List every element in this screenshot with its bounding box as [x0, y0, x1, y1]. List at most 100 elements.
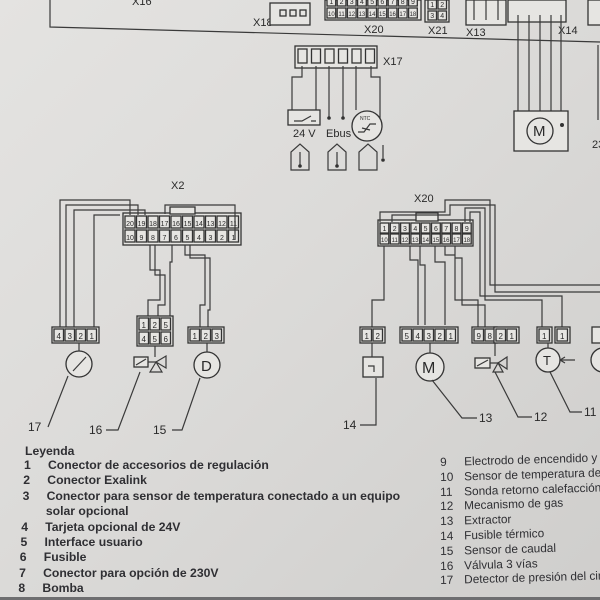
- pin-number: 3: [68, 332, 73, 341]
- page-edge: [0, 597, 600, 600]
- connector-pin: [346, 0, 357, 7]
- room-thermostat-icon: [290, 143, 310, 171]
- pin-number: 16: [389, 12, 396, 18]
- connector-pin: [367, 0, 378, 7]
- pin-number: 18: [463, 238, 470, 244]
- ntc-sensor-icon: [351, 110, 383, 142]
- connector-pin: [427, 0, 438, 10]
- connector-pin: [326, 7, 337, 19]
- pin-number: 1: [542, 332, 547, 341]
- label-ntc: NTC: [360, 116, 371, 122]
- sensor-symbol: T: [543, 353, 551, 368]
- pin-number: 9: [477, 332, 482, 341]
- pin-number: 5: [186, 235, 190, 242]
- connector-pin: [204, 229, 217, 243]
- legend-number: 1: [24, 458, 31, 472]
- pin-number: 17: [453, 238, 460, 244]
- pin-number: 13: [207, 221, 215, 228]
- connector-pin: [367, 7, 378, 19]
- pin-number: 14: [195, 221, 203, 228]
- three-way-valve-icon: [133, 354, 167, 373]
- connector-pin: [216, 229, 228, 243]
- pin-number: 12: [218, 221, 226, 228]
- pin-number: 7: [163, 235, 167, 242]
- pin-number: 1: [382, 226, 386, 233]
- connector-pin: [138, 331, 150, 345]
- connector-pin: [430, 222, 441, 234]
- callouts: 17 16 15 14 13 12 11: [28, 371, 597, 437]
- motor-symbol: M: [533, 123, 546, 140]
- legend-number: 14: [440, 528, 454, 543]
- connector-pin: [227, 229, 240, 243]
- fan-symbol: M: [422, 360, 435, 377]
- pin-number: 5: [370, 0, 374, 6]
- pin-number: 6: [174, 235, 178, 242]
- pin-number: 7: [444, 226, 448, 233]
- connector-pin: [377, 7, 388, 19]
- connector-pin: [437, 10, 448, 21]
- pin-number: 4: [142, 335, 147, 344]
- pin-number: 18: [149, 221, 157, 228]
- connector-pin: [461, 233, 472, 245]
- legend-number: 17: [440, 573, 454, 588]
- connector-pin: [189, 328, 201, 342]
- pin-number: 2: [499, 332, 504, 341]
- legend-number: 3: [22, 488, 30, 503]
- legend-text: Fusible térmico: [463, 526, 545, 543]
- connector-pin: [445, 328, 457, 342]
- pin-number: 7: [391, 0, 395, 6]
- connector-pin: [147, 229, 159, 243]
- pin-number: 5: [424, 226, 428, 233]
- callout-14: 14: [343, 418, 357, 432]
- connector-pin: [410, 233, 421, 245]
- ebus-thermostat-icon: [327, 143, 347, 171]
- connector-pin: [138, 317, 150, 331]
- pin-number: 2: [438, 332, 443, 341]
- pin-number: 2: [204, 332, 209, 341]
- legend-text: Válvula 3 vías: [463, 555, 538, 572]
- outdoor-sensor-icon: [358, 143, 385, 171]
- connector-pin: [160, 331, 172, 345]
- x17-terminal: [337, 48, 349, 64]
- connector-pin: [399, 233, 411, 245]
- pin-number: 4: [440, 13, 444, 20]
- pin-number: 11: [338, 12, 345, 18]
- x17-terminal: [364, 48, 376, 64]
- connector-pin: [170, 229, 182, 243]
- connector-pin: [387, 0, 398, 7]
- pin-number: 1: [365, 332, 370, 341]
- connector-pin: [200, 328, 212, 342]
- pin-number: 13: [412, 238, 419, 244]
- connector-pin: [379, 233, 390, 245]
- pin-number: 3: [209, 235, 213, 242]
- connector-pin: [538, 328, 551, 342]
- legend-text: Bomba: [42, 581, 84, 596]
- connector-pin: [451, 222, 462, 234]
- connector-pin: [372, 328, 384, 342]
- legend-text: solar opcional: [45, 504, 129, 519]
- label-x18: X18: [253, 17, 273, 29]
- legend-number: 4: [21, 519, 28, 534]
- legend-text: Conector para sensor de temperatura cone…: [46, 488, 401, 503]
- callout-11: 11: [584, 405, 597, 419]
- legend-text: Conector para opción de 230V: [43, 565, 219, 580]
- connector-pin: [389, 233, 400, 245]
- pin-number: 5: [153, 335, 158, 344]
- pin-number: 3: [350, 0, 354, 6]
- thermal-fuse-icon: [362, 343, 384, 378]
- connector-pin: [181, 229, 194, 243]
- connector-pin: [407, 7, 418, 19]
- pin-number: 1: [232, 235, 236, 242]
- pin-number: 1: [430, 2, 434, 9]
- pin-number: 4: [360, 0, 364, 6]
- connector-pin: [420, 233, 431, 245]
- legend-number: 15: [440, 543, 454, 558]
- connector-pin: [181, 215, 194, 229]
- connector-pin: [399, 222, 411, 234]
- connector-pin: [451, 233, 462, 245]
- pin-number: 4: [197, 235, 201, 242]
- connector-pin: [556, 328, 569, 342]
- pin-number: 17: [399, 12, 406, 18]
